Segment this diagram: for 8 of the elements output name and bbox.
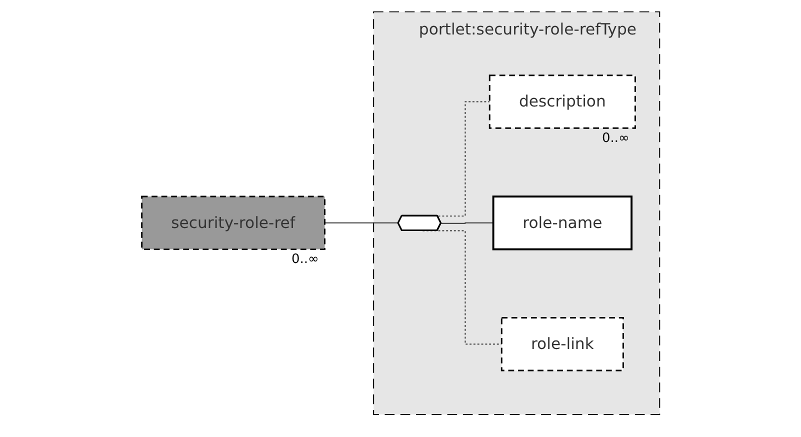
node-box: role-link xyxy=(500,316,624,371)
multiplicity-label: 0..∞ xyxy=(291,252,319,268)
multiplicity-label: 0..∞ xyxy=(602,130,630,147)
node-box: description xyxy=(488,74,636,128)
connector xyxy=(324,222,399,224)
node-box: role-name xyxy=(492,195,632,250)
node-box: security-role-ref xyxy=(140,195,326,250)
connector xyxy=(440,222,494,224)
